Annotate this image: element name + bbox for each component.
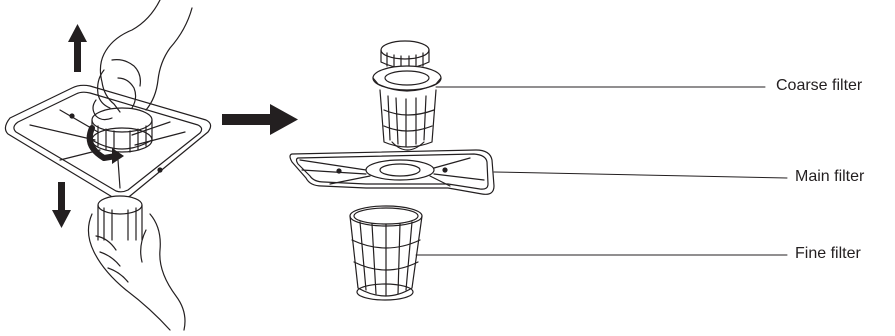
main-filter-label: Main filter: [795, 168, 865, 185]
fine-filter-left: [97, 195, 143, 241]
up-arrow-icon: [68, 24, 87, 72]
removal-illustration: [4, 0, 212, 331]
coarse-filter-label: Coarse filter: [776, 77, 863, 94]
coarse-filter-ring-left: [86, 107, 153, 164]
right-arrow-icon: [222, 104, 298, 135]
leader-line-main: [493, 171, 788, 179]
main-filter-part: [289, 149, 495, 195]
lower-hand: [87, 213, 186, 331]
down-arrow-icon: [52, 182, 71, 228]
leader-lines: [415, 86, 788, 256]
main-filter-plate-left: [4, 84, 212, 200]
fine-filter-part: [349, 205, 423, 301]
fine-filter-label: Fine filter: [795, 245, 861, 262]
exploded-view: [289, 40, 495, 301]
coarse-filter-part: [372, 40, 442, 151]
upper-hand: [92, 0, 193, 121]
